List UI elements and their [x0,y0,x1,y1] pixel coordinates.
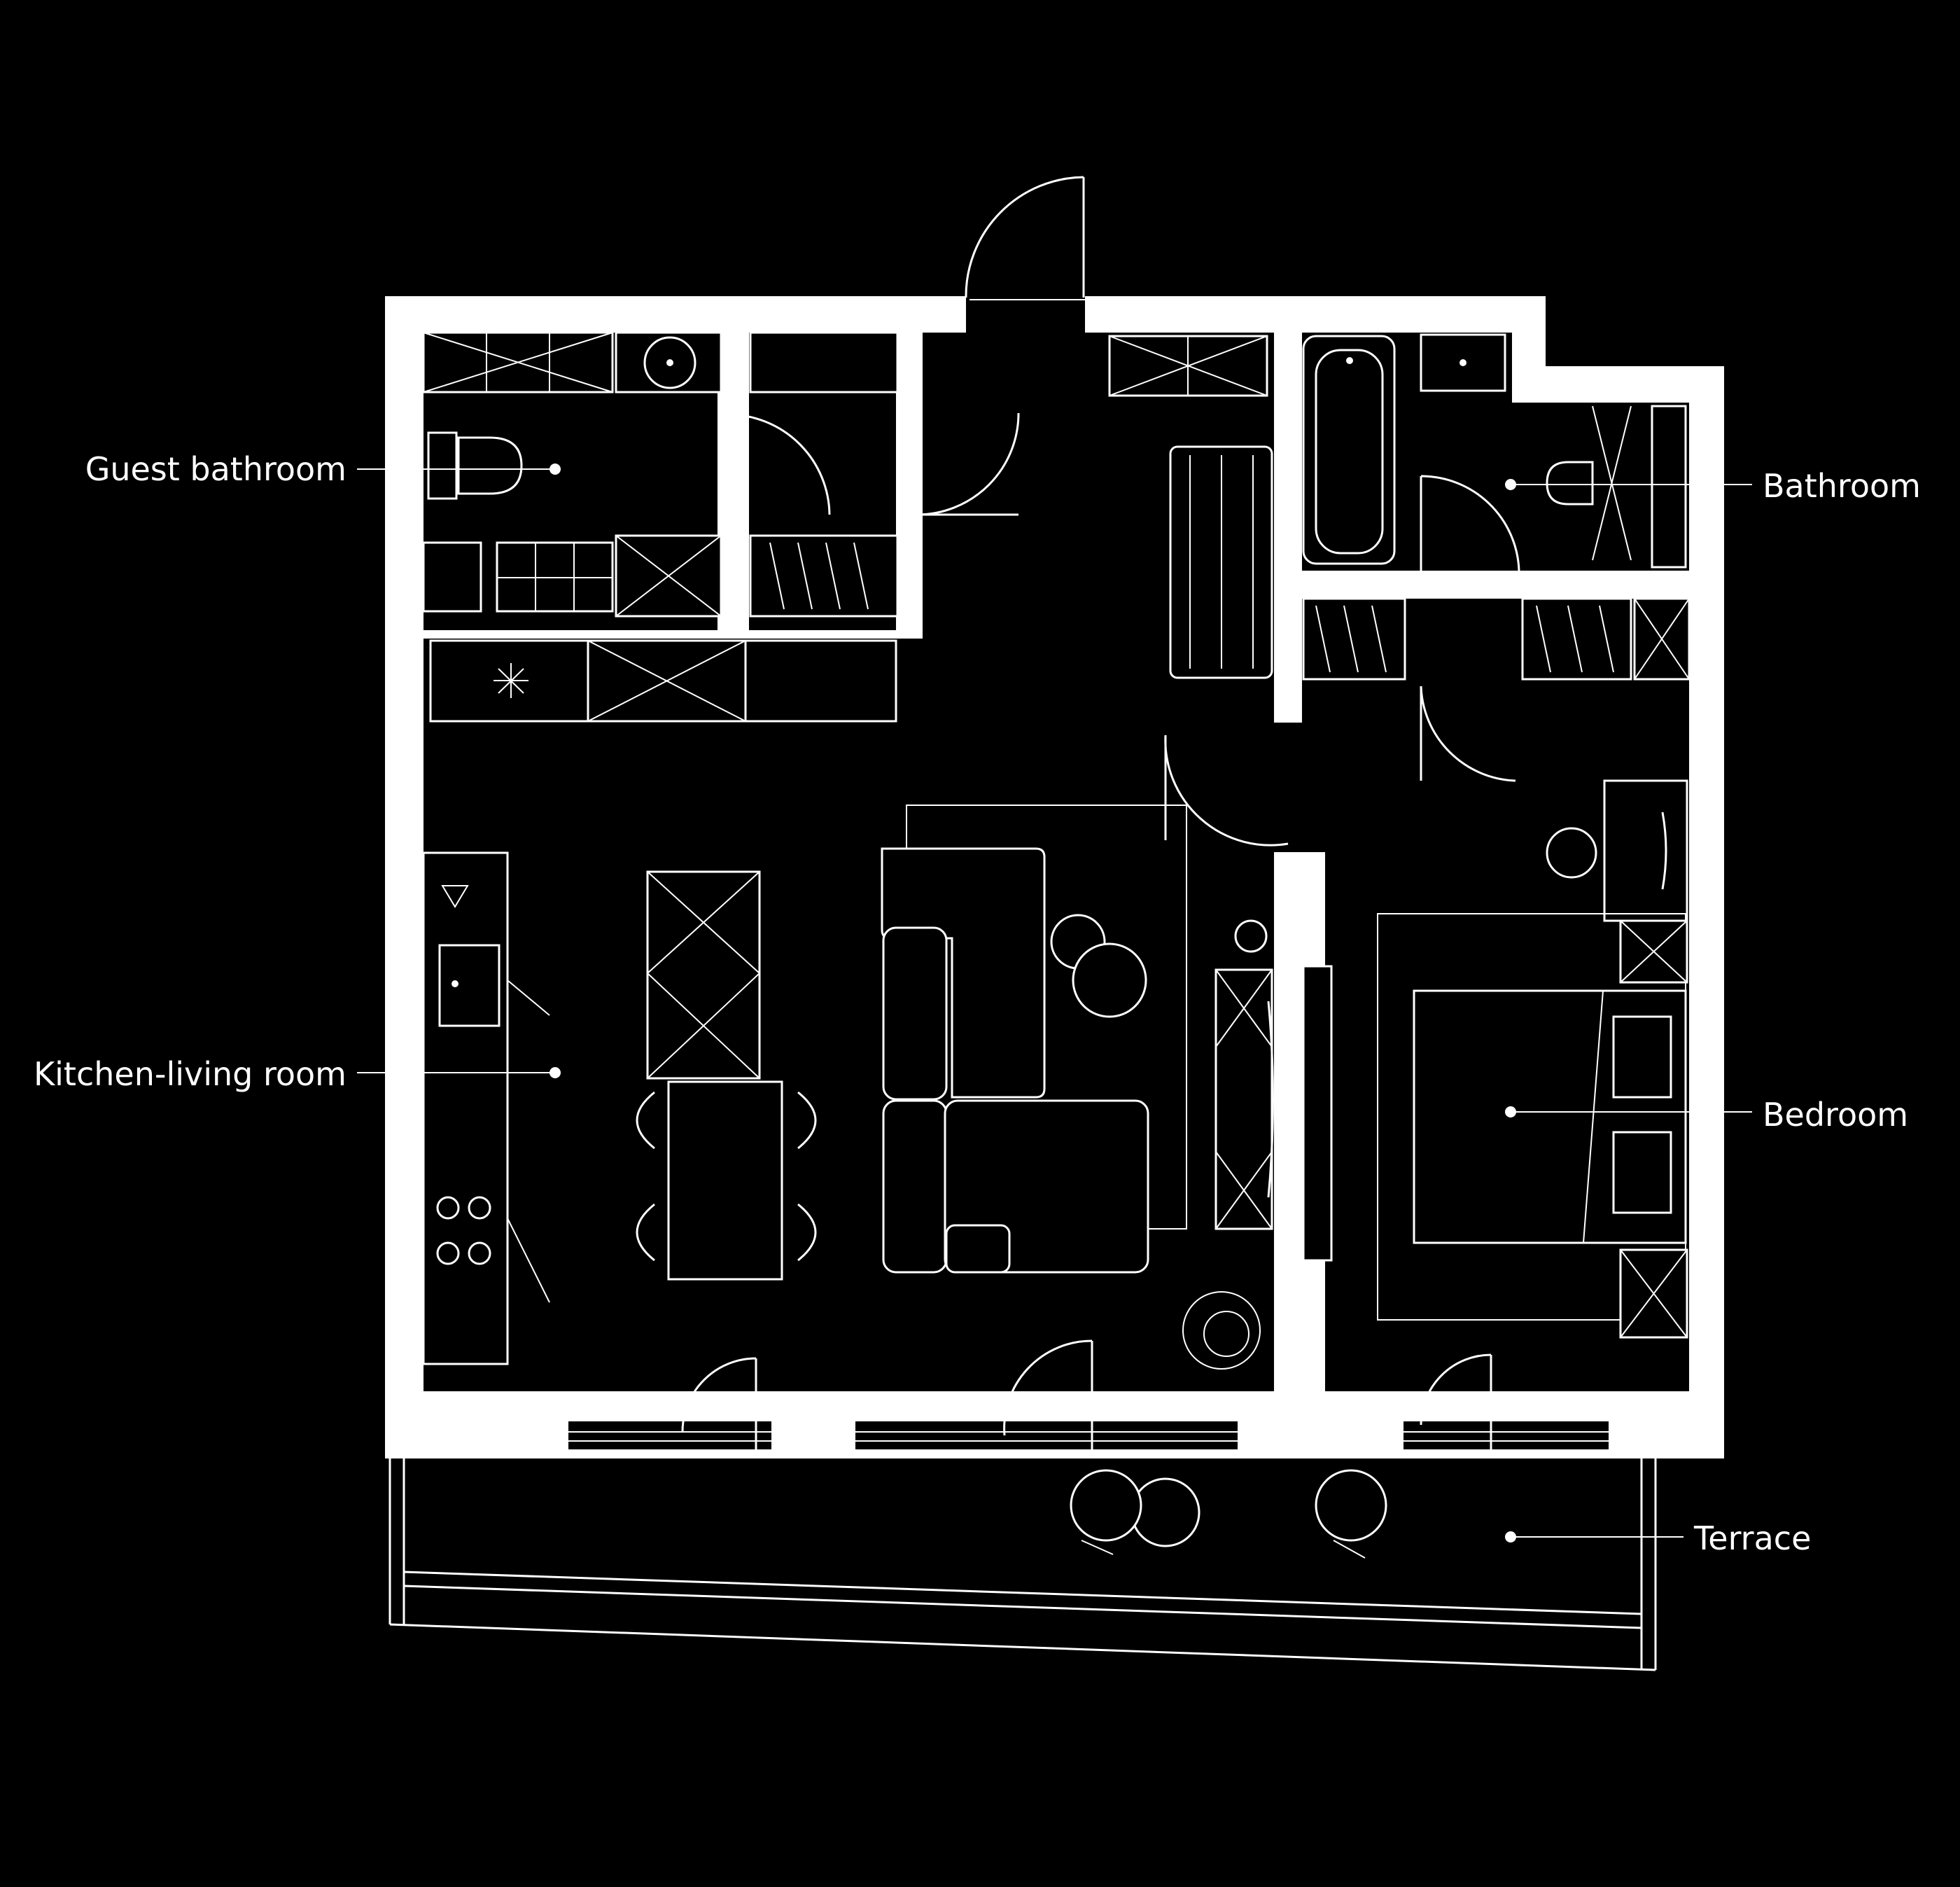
walls [385,296,1724,1458]
room-label-text: Bathroom [1763,467,1921,505]
room-label-terrace: Terrace [1505,1519,1811,1557]
storage-cabinets [422,331,1020,618]
bathroom-fixtures [1302,333,1690,681]
living-area [681,734,1333,1449]
windows [568,1431,1609,1442]
kitchen-fixtures [422,851,817,1365]
room-label-bathroom: Bathroom [1505,467,1921,505]
hallway-fixtures [1108,335,1273,679]
upper-cabinets [429,639,897,723]
room-label-text: Kitchen-living room [34,1055,346,1093]
entrance-door [965,176,1085,300]
room-label-text: Guest bathroom [85,450,346,488]
room-label-text: Bedroom [1763,1096,1908,1134]
room-label-bedroom: Bedroom [1505,1096,1908,1134]
room-label-kitchen-living-room: Kitchen-living room [34,1055,561,1093]
room-label-text: Terrace [1693,1519,1811,1557]
terrace-fixtures [388,1458,1657,1671]
bedroom-fixtures [1377,685,1688,1449]
guest-bathroom-fixtures [422,331,831,515]
room-label-guest-bathroom: Guest bathroom [85,450,561,488]
